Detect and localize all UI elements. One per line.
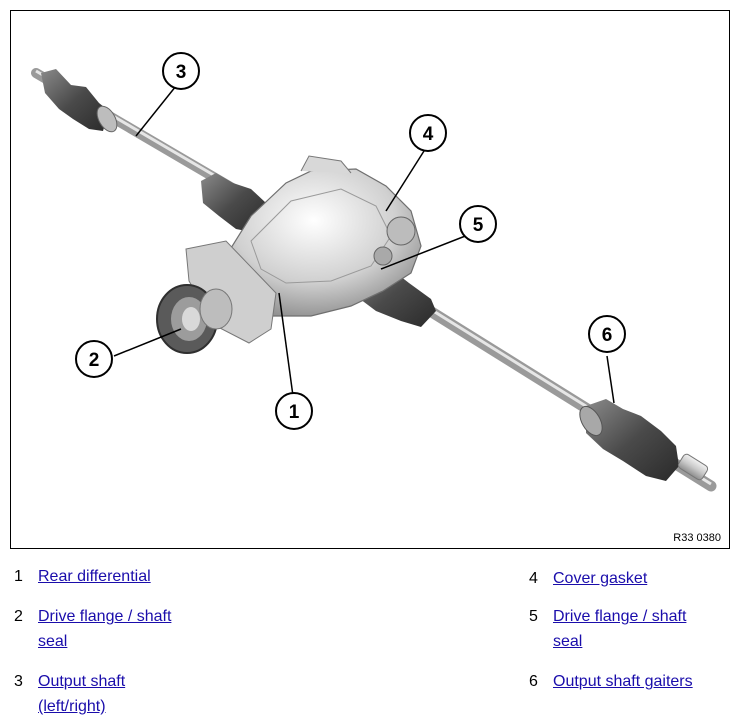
link-cover-gasket[interactable]: Cover gasket — [553, 570, 648, 587]
drive-flange-front — [156, 284, 233, 354]
link-rear-differential[interactable]: Rear differential — [38, 568, 151, 585]
legend-number: 2 — [14, 608, 23, 625]
callout-6: 6 — [588, 315, 626, 353]
callout-4-label: 4 — [423, 124, 434, 145]
right-output-shaft — [351, 259, 717, 492]
legend-item-5: 5 Drive flange / shaft seal — [529, 604, 729, 654]
differential-housing — [185, 155, 422, 344]
legend-number: 4 — [529, 570, 538, 587]
callout-4: 4 — [409, 114, 447, 152]
legend-item-4: 4 Cover gasket — [529, 566, 729, 591]
link-output-shaft[interactable]: Output shaft (left/right) — [38, 673, 126, 715]
callout-5: 5 — [459, 205, 497, 243]
left-output-shaft — [31, 68, 266, 233]
callout-1: 1 — [275, 392, 313, 430]
figure-reference-code: R33 0380 — [673, 532, 721, 544]
legend-number: 5 — [529, 608, 538, 625]
legend-number: 1 — [14, 568, 23, 585]
legend-number: 6 — [529, 673, 538, 690]
callout-3-label: 3 — [176, 62, 187, 83]
diagram-figure: 3 2 1 4 5 6 R33 0380 — [10, 10, 730, 549]
link-drive-flange-shaft-seal[interactable]: Drive flange / shaft seal — [38, 608, 172, 650]
leader-lines — [113, 85, 615, 404]
link-drive-flange-shaft-seal-2[interactable]: Drive flange / shaft seal — [553, 608, 687, 650]
legend-item-6: 6 Output shaft gaiters — [529, 669, 734, 694]
legend-item-2: 2 Drive flange / shaft seal — [14, 604, 214, 654]
legend-item-1: 1 Rear differential — [14, 564, 214, 589]
link-output-shaft-gaiters[interactable]: Output shaft gaiters — [553, 673, 693, 690]
callout-3: 3 — [162, 52, 200, 90]
legend-item-3: 3 Output shaft (left/right) — [14, 669, 214, 719]
callout-2-label: 2 — [89, 350, 100, 371]
callout-5-label: 5 — [473, 215, 484, 236]
rear-axle-illustration: 3 2 1 4 5 6 — [31, 52, 717, 492]
callout-2: 2 — [75, 340, 113, 378]
legend-number: 3 — [14, 673, 23, 690]
callout-6-label: 6 — [602, 325, 613, 346]
callout-1-label: 1 — [289, 402, 300, 423]
